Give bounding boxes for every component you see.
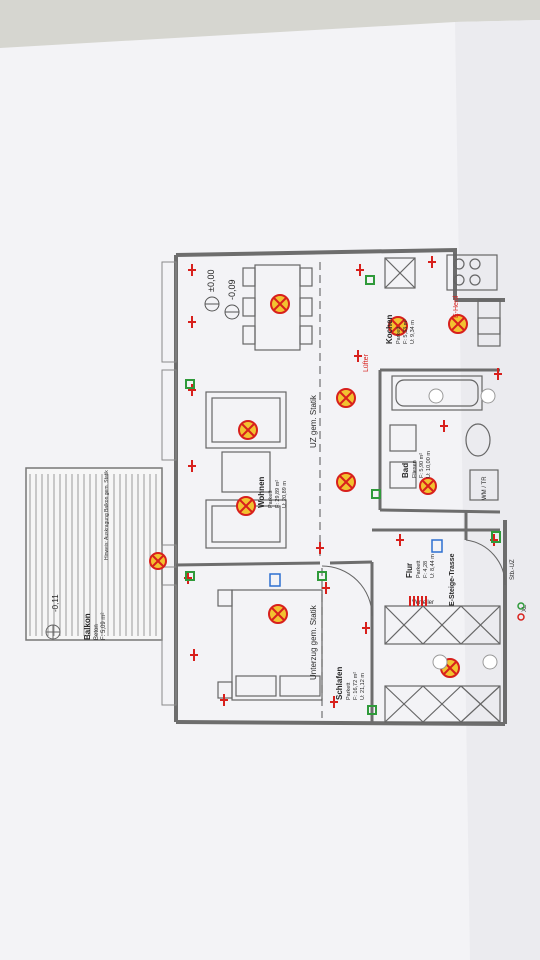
- wm-td-label: WM / TR: [482, 476, 488, 500]
- legend-red-dot: [517, 613, 525, 621]
- svg-text:F: 5,90 m²: F: 5,90 m²: [419, 453, 425, 478]
- lamp-icon: [270, 294, 290, 314]
- svg-text:F: 29,89 m²: F: 29,89 m²: [275, 480, 281, 508]
- svg-text:U: 21,12 m: U: 21,12 m: [360, 673, 366, 700]
- lamp-icon: [149, 552, 167, 570]
- room-label-bad: Bad Fliesen F: 5,90 m² U: 10,00 m: [401, 451, 432, 478]
- bedroom-door: [321, 565, 373, 617]
- svg-text:F: 5,33 m²: F: 5,33 m²: [403, 319, 409, 344]
- svg-text:Bad: Bad: [401, 463, 410, 478]
- svg-text:Parkett: Parkett: [346, 682, 352, 700]
- e-herd-label: E-Herd: [453, 296, 460, 318]
- balcony-floor: Beton: [94, 624, 100, 640]
- svg-text:Schlafen: Schlafen: [335, 667, 344, 700]
- level-marker: [204, 296, 240, 320]
- xl-label: XL: [522, 604, 528, 612]
- interior-walls: [175, 368, 501, 722]
- wardrobe-units: [384, 605, 501, 723]
- beam-note-bedroom: Unterzug gem. Statik: [309, 604, 318, 680]
- balcony-note: Hinweis: Auskragung Balkon gem. Statik: [104, 470, 110, 560]
- e-steige-label: E-Steige-Trasse: [449, 553, 456, 606]
- svg-text:Wohnen: Wohnen: [257, 476, 266, 508]
- beam-note-living: UZ gem. Statik: [309, 394, 318, 448]
- blue-marker-bedroom: [269, 573, 281, 587]
- lamp-icon: [336, 472, 356, 492]
- room-label-flur: Flur Parkett F: 4,28 U: 8,44 m: [405, 554, 436, 578]
- svg-text:U: 10,00 m: U: 10,00 m: [426, 451, 432, 478]
- balcony-area: F: 5,09 m²: [101, 613, 107, 640]
- level-zero: ±0,00: [206, 270, 216, 292]
- blue-marker-flur: [431, 539, 443, 553]
- dining-table: [242, 264, 313, 351]
- legend-green-dot: [517, 602, 525, 610]
- svg-text:U: 8,44 m: U: 8,44 m: [430, 554, 436, 578]
- downlights: [428, 388, 498, 670]
- kitchen-counter: [384, 254, 501, 347]
- ceiling-lamps: [149, 294, 468, 678]
- svg-text:U: 9,34 m: U: 9,34 m: [410, 320, 416, 344]
- svg-text:Flur: Flur: [405, 563, 414, 578]
- svg-text:Parkett: Parkett: [268, 490, 274, 508]
- entrance-door: [465, 539, 506, 586]
- lamp-icon: [268, 604, 288, 624]
- lamp-icon: [238, 420, 258, 440]
- room-label-kochen: Kochen Parkett F: 5,33 m² U: 9,34 m: [385, 315, 416, 344]
- svg-text:F: 16,72 m²: F: 16,72 m²: [353, 672, 359, 700]
- svg-text:U: 20,89 m: U: 20,89 m: [282, 481, 288, 508]
- windows-outer: [161, 261, 177, 706]
- distribution-panel: [409, 596, 427, 606]
- balcony: [25, 467, 163, 641]
- level-minus: -0,09: [227, 279, 237, 300]
- balcony-name: Balkon: [83, 613, 92, 640]
- luefter-label: Lüfter: [363, 353, 370, 372]
- svg-text:Parkett: Parkett: [416, 560, 422, 578]
- room-label-schlafen: Schlafen Parkett F: 16,72 m² U: 21,12 m: [335, 667, 366, 700]
- balcony-level: -0,11: [51, 594, 60, 612]
- lamp-icon: [388, 316, 408, 336]
- room-label-wohnen: Wohnen Parkett F: 29,89 m² U: 20,89 m: [257, 476, 288, 508]
- lamp-icon: [448, 314, 468, 334]
- green-symbols: [185, 275, 501, 715]
- svg-text:Fliesen: Fliesen: [412, 460, 418, 478]
- stb-uz-label: Stb.-UZ: [510, 559, 516, 580]
- lamp-icon: [236, 496, 256, 516]
- lamp-icon: [336, 388, 356, 408]
- lamp-icon: [419, 477, 437, 495]
- electrical-symbols: [184, 256, 502, 708]
- svg-text:Parkett: Parkett: [396, 326, 402, 344]
- verteiler-label: Verteiler: [412, 600, 434, 606]
- svg-text:F: 4,28: F: 4,28: [423, 561, 429, 578]
- svg-text:Kochen: Kochen: [385, 315, 394, 344]
